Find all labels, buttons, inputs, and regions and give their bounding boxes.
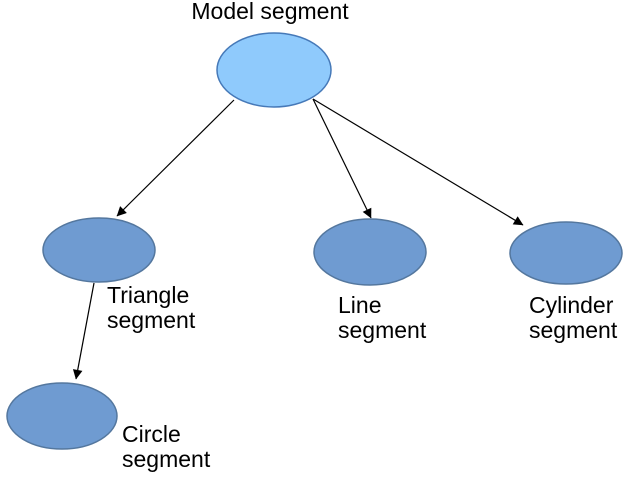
node-label-triangle: Triangle segment <box>107 282 196 333</box>
edge-triangle-circle <box>72 282 95 380</box>
node-label-cylinder: Cylinder segment <box>529 292 618 343</box>
node-ellipse-line <box>313 218 427 286</box>
node-label-line: Line segment <box>338 292 427 343</box>
edge-model-cylinder <box>312 98 524 226</box>
edge-model-triangle <box>116 99 235 217</box>
edge-model-line <box>312 98 372 219</box>
node-label-circle: Circle segment <box>122 421 211 472</box>
node-ellipse-circle <box>6 382 118 450</box>
node-ellipse-cylinder <box>509 221 623 285</box>
node-ellipse-model <box>216 32 332 108</box>
node-label-model: Model segment <box>191 0 349 24</box>
node-ellipse-triangle <box>42 217 156 283</box>
